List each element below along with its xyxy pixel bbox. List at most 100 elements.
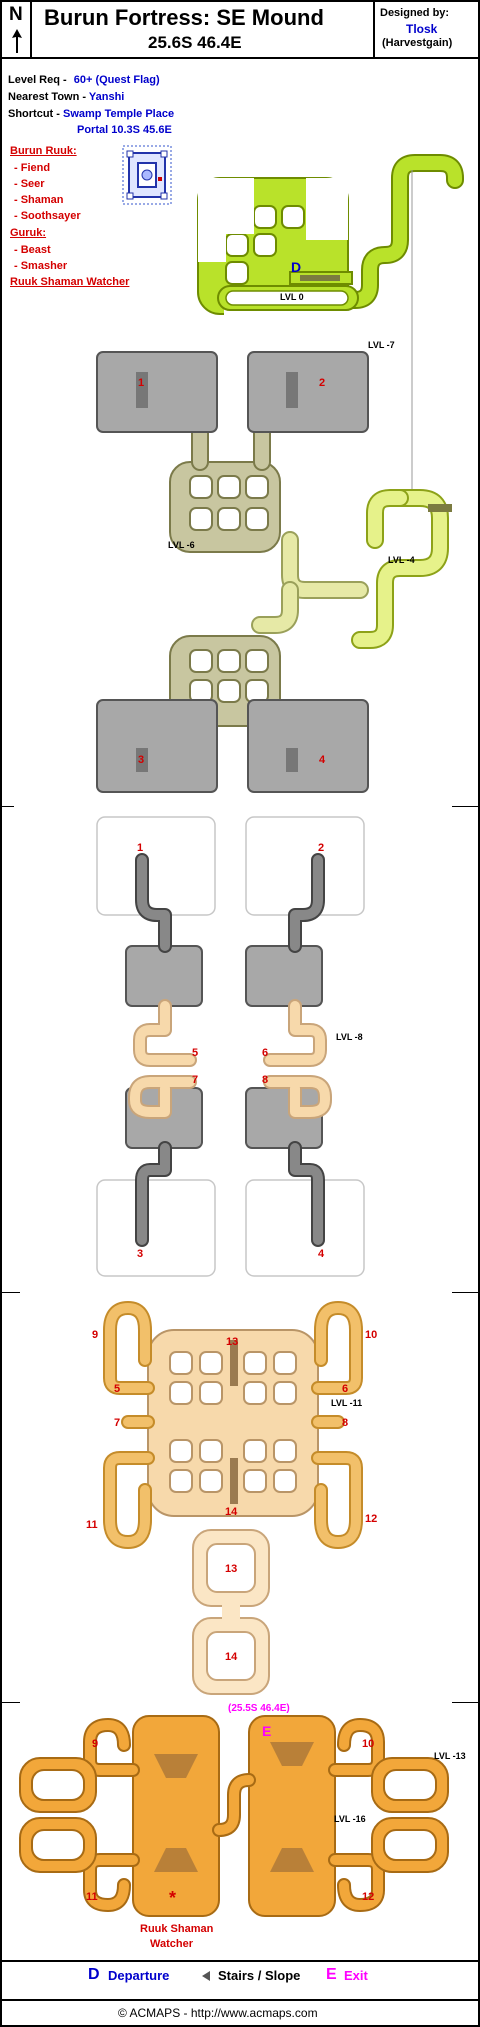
lvl0-grid xyxy=(197,177,359,316)
lvl4-corridors xyxy=(351,489,449,649)
section-tick-1-left xyxy=(0,806,14,807)
lvl8-label: LVL -8 xyxy=(336,1032,363,1042)
lvl0-departure-marker: D xyxy=(291,259,301,275)
creature-1-2: - Seer xyxy=(14,178,45,190)
map-coords: 25.6S 46.4E xyxy=(148,33,242,52)
s4-exit-coords: (25.5S 46.4E) xyxy=(228,1703,290,1714)
page-title: Burun Fortress: SE Mound xyxy=(44,5,324,30)
north-label: N xyxy=(9,4,23,25)
section-tick-2-right xyxy=(452,1292,480,1293)
s4-num-12: 12 xyxy=(362,1891,374,1903)
s4-halls xyxy=(132,1715,336,1917)
lvl11-label: LVL -11 xyxy=(331,1398,362,1408)
level-req-label: Level Req - xyxy=(8,74,67,86)
town-value: Yanshi xyxy=(88,91,125,103)
s4-outer-loops xyxy=(19,1757,449,1873)
shortcut-value-1: Swamp Temple Place xyxy=(63,108,175,120)
frame-top xyxy=(0,0,480,2)
level-link-arrow xyxy=(408,170,416,504)
s3-num-13b: 13 xyxy=(225,1563,237,1575)
town-label: Nearest Town - xyxy=(8,91,87,103)
shortcut-label: Shortcut - xyxy=(8,108,60,120)
frame-bottom xyxy=(0,2025,480,2027)
s2-num-1: 1 xyxy=(137,842,143,854)
shortcut-row: Shortcut - Swamp Temple Place xyxy=(8,108,174,120)
s2-num-3: 3 xyxy=(137,1248,143,1260)
lvl4-label: LVL -4 xyxy=(388,555,415,565)
creature-1-3: - Shaman xyxy=(14,194,64,206)
section-tick-2-left xyxy=(0,1292,20,1293)
creature-1-4: - Soothsayer xyxy=(14,210,81,222)
s4-num-11: 11 xyxy=(86,1891,98,1903)
shortcut-row-2: Portal 10.3S 45.6E xyxy=(77,124,172,136)
section-tick-3-left xyxy=(0,1702,20,1703)
s2-num-2: 2 xyxy=(318,842,324,854)
frame-right xyxy=(478,0,480,2027)
s2-outline-rooms xyxy=(96,816,365,1277)
s2-corridors xyxy=(128,853,332,1247)
boss-label-1: Ruuk Shaman xyxy=(140,1923,214,1935)
s3-num-13: 13 xyxy=(226,1336,238,1348)
s3-lower-loop xyxy=(192,1529,270,1695)
section-tick-1-right xyxy=(452,806,480,807)
s3-num-11: 11 xyxy=(86,1519,98,1531)
s3-num-10: 10 xyxy=(365,1329,377,1341)
s4-num-10: 10 xyxy=(362,1738,374,1750)
s1-num-1: 1 xyxy=(138,377,144,389)
s3-num-9: 9 xyxy=(92,1329,98,1341)
s1-num-4: 4 xyxy=(319,754,326,766)
s2-num-6: 6 xyxy=(262,1047,268,1059)
creature-2-2: - Smasher xyxy=(14,260,68,272)
creature-group-1: Burun Ruuk: xyxy=(10,145,77,157)
legend-stairs-label: Stairs / Slope xyxy=(218,1968,301,1983)
shortcut-value-2: Portal 10.3S 45.6E xyxy=(77,124,172,136)
lvl6-hub xyxy=(169,461,281,727)
legend-departure-label: Departure xyxy=(108,1968,170,1983)
lvl4-stairs xyxy=(428,504,452,512)
north-divider xyxy=(30,0,32,58)
designed-by-label: Designed by: xyxy=(380,7,450,19)
s3-grid xyxy=(147,1329,319,1517)
s3-num-7: 7 xyxy=(114,1417,120,1429)
creature-1-1: - Fiend xyxy=(14,162,51,174)
frame-left xyxy=(0,0,2,2027)
header-divider xyxy=(0,57,480,59)
s2-num-4: 4 xyxy=(318,1248,325,1260)
s3-num-14b: 14 xyxy=(225,1651,238,1663)
designer-sub: (Harvestgain) xyxy=(382,37,453,49)
dungeon-map: D LVL 0 xyxy=(19,154,466,1950)
s3-num-6: 6 xyxy=(342,1383,348,1395)
creature-2-1: - Beast xyxy=(14,244,51,256)
s4-num-9: 9 xyxy=(92,1738,98,1750)
s2-num-8: 8 xyxy=(262,1074,268,1086)
level-req-row: Level Req - 60+ (Quest Flag) xyxy=(8,74,160,86)
designer-name: Tlosk xyxy=(406,22,438,36)
north-indicator: N xyxy=(6,4,28,56)
lvl16-label: LVL -16 xyxy=(334,1814,366,1824)
boss-marker: * xyxy=(169,1888,176,1908)
boss-name: Ruuk Shaman Watcher xyxy=(10,276,130,288)
s3-num-14: 14 xyxy=(225,1506,238,1518)
s3-num-5: 5 xyxy=(114,1383,120,1395)
boss-label-2: Watcher xyxy=(150,1938,194,1950)
section-tick-3-right xyxy=(452,1702,480,1703)
footer-divider xyxy=(0,1999,480,2001)
lvl6-label: LVL -6 xyxy=(168,540,195,550)
s2-num-7: 7 xyxy=(192,1074,198,1086)
town-row: Nearest Town - Yanshi xyxy=(8,91,124,103)
designer-divider xyxy=(373,0,375,58)
footer-copyright: © ACMAPS - http://www.acmaps.com xyxy=(118,2006,318,2020)
s3-num-8: 8 xyxy=(342,1417,348,1429)
legend-exit-label: Exit xyxy=(344,1968,368,1983)
legend-exit-marker: E xyxy=(326,1966,337,1983)
s1-num-2: 2 xyxy=(319,377,325,389)
north-arrow-icon xyxy=(12,29,22,53)
level-req-value: 60+ (Quest Flag) xyxy=(73,74,160,86)
s1-num-3: 3 xyxy=(138,754,144,766)
lvl7-label: LVL -7 xyxy=(368,340,395,350)
creature-group-2: Guruk: xyxy=(10,227,47,239)
s4-exit-marker: E xyxy=(262,1723,271,1739)
s3-side-corridors xyxy=(103,1301,363,1549)
lvl13-label: LVL -13 xyxy=(434,1751,466,1761)
